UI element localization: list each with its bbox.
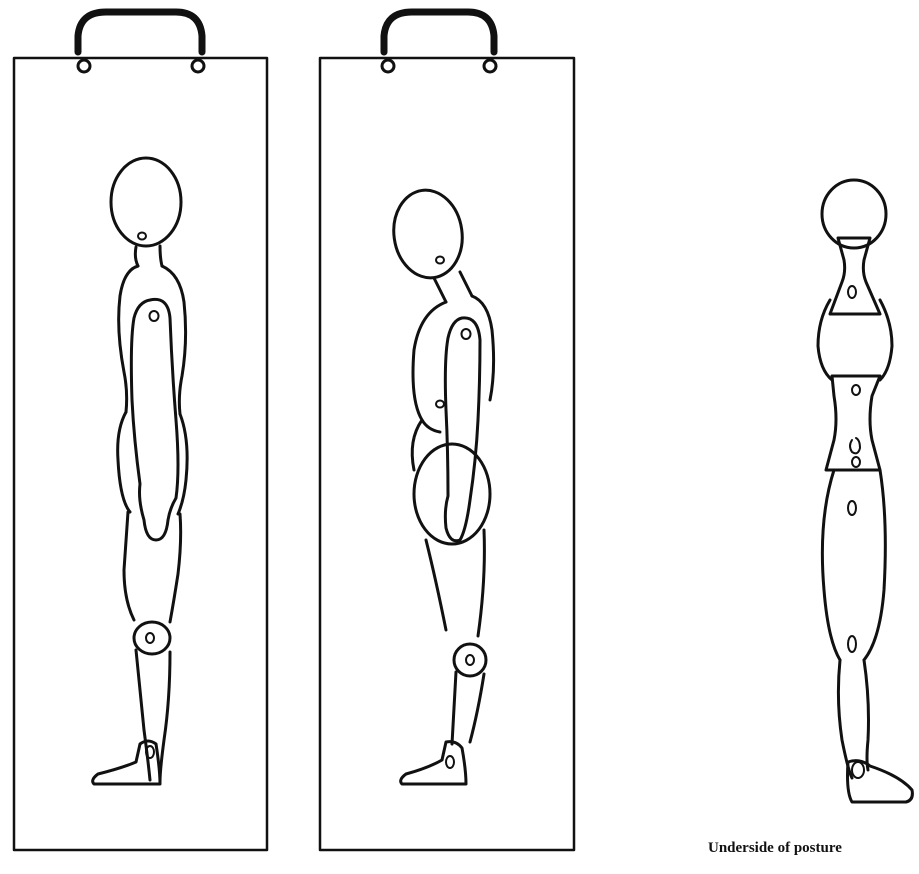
figure-arm [131, 299, 178, 540]
posture-board-left [14, 12, 267, 850]
figure-thigh [124, 512, 181, 622]
hanging-ring [192, 60, 204, 72]
knee-pivot [466, 655, 474, 665]
hip-joint-pivot [848, 501, 856, 515]
figure-hip [414, 444, 490, 544]
figure-head [388, 186, 468, 283]
figure-neck [135, 246, 162, 266]
posture-figure-upright [93, 158, 187, 784]
head-pivot [138, 233, 146, 240]
board-frame [14, 58, 267, 850]
neck-pivot [848, 286, 856, 298]
posture-figure-underside [818, 180, 912, 802]
knee-pivot [848, 636, 856, 652]
elbow-pivot [436, 401, 444, 408]
ankle-pivot [852, 762, 864, 778]
figure-thigh [426, 530, 484, 636]
shoulder-pivot [462, 329, 471, 339]
waist-pivot [852, 385, 860, 395]
figure-torso [119, 266, 138, 412]
hanging-ring [484, 60, 496, 72]
figure-foot [401, 742, 466, 784]
knee-pivot [146, 633, 154, 643]
knee-joint [134, 622, 170, 654]
hanging-ring [382, 60, 394, 72]
figure-thigh [822, 470, 885, 660]
figure-shin [136, 650, 170, 782]
knee-joint [454, 644, 486, 676]
posture-board-middle [320, 12, 574, 850]
head-pivot [436, 257, 444, 264]
board-handle-left [78, 12, 202, 52]
figure-foot [848, 761, 913, 802]
figure-caption: Underside of posture [708, 840, 842, 857]
waist-pivot-symbol [850, 438, 860, 453]
shoulder-pivot [150, 311, 159, 321]
figure-torso [818, 300, 892, 380]
figure-shin [452, 672, 484, 744]
hanging-ring [78, 60, 90, 72]
board-handle-middle [384, 12, 494, 52]
figure-head [111, 158, 181, 246]
figure-abdomen [412, 420, 422, 470]
figure-arm [445, 318, 480, 541]
figure-torso [413, 302, 446, 432]
ankle-pivot [446, 756, 454, 768]
hip-pivot [852, 457, 860, 467]
posture-figure-slouched [388, 186, 493, 784]
